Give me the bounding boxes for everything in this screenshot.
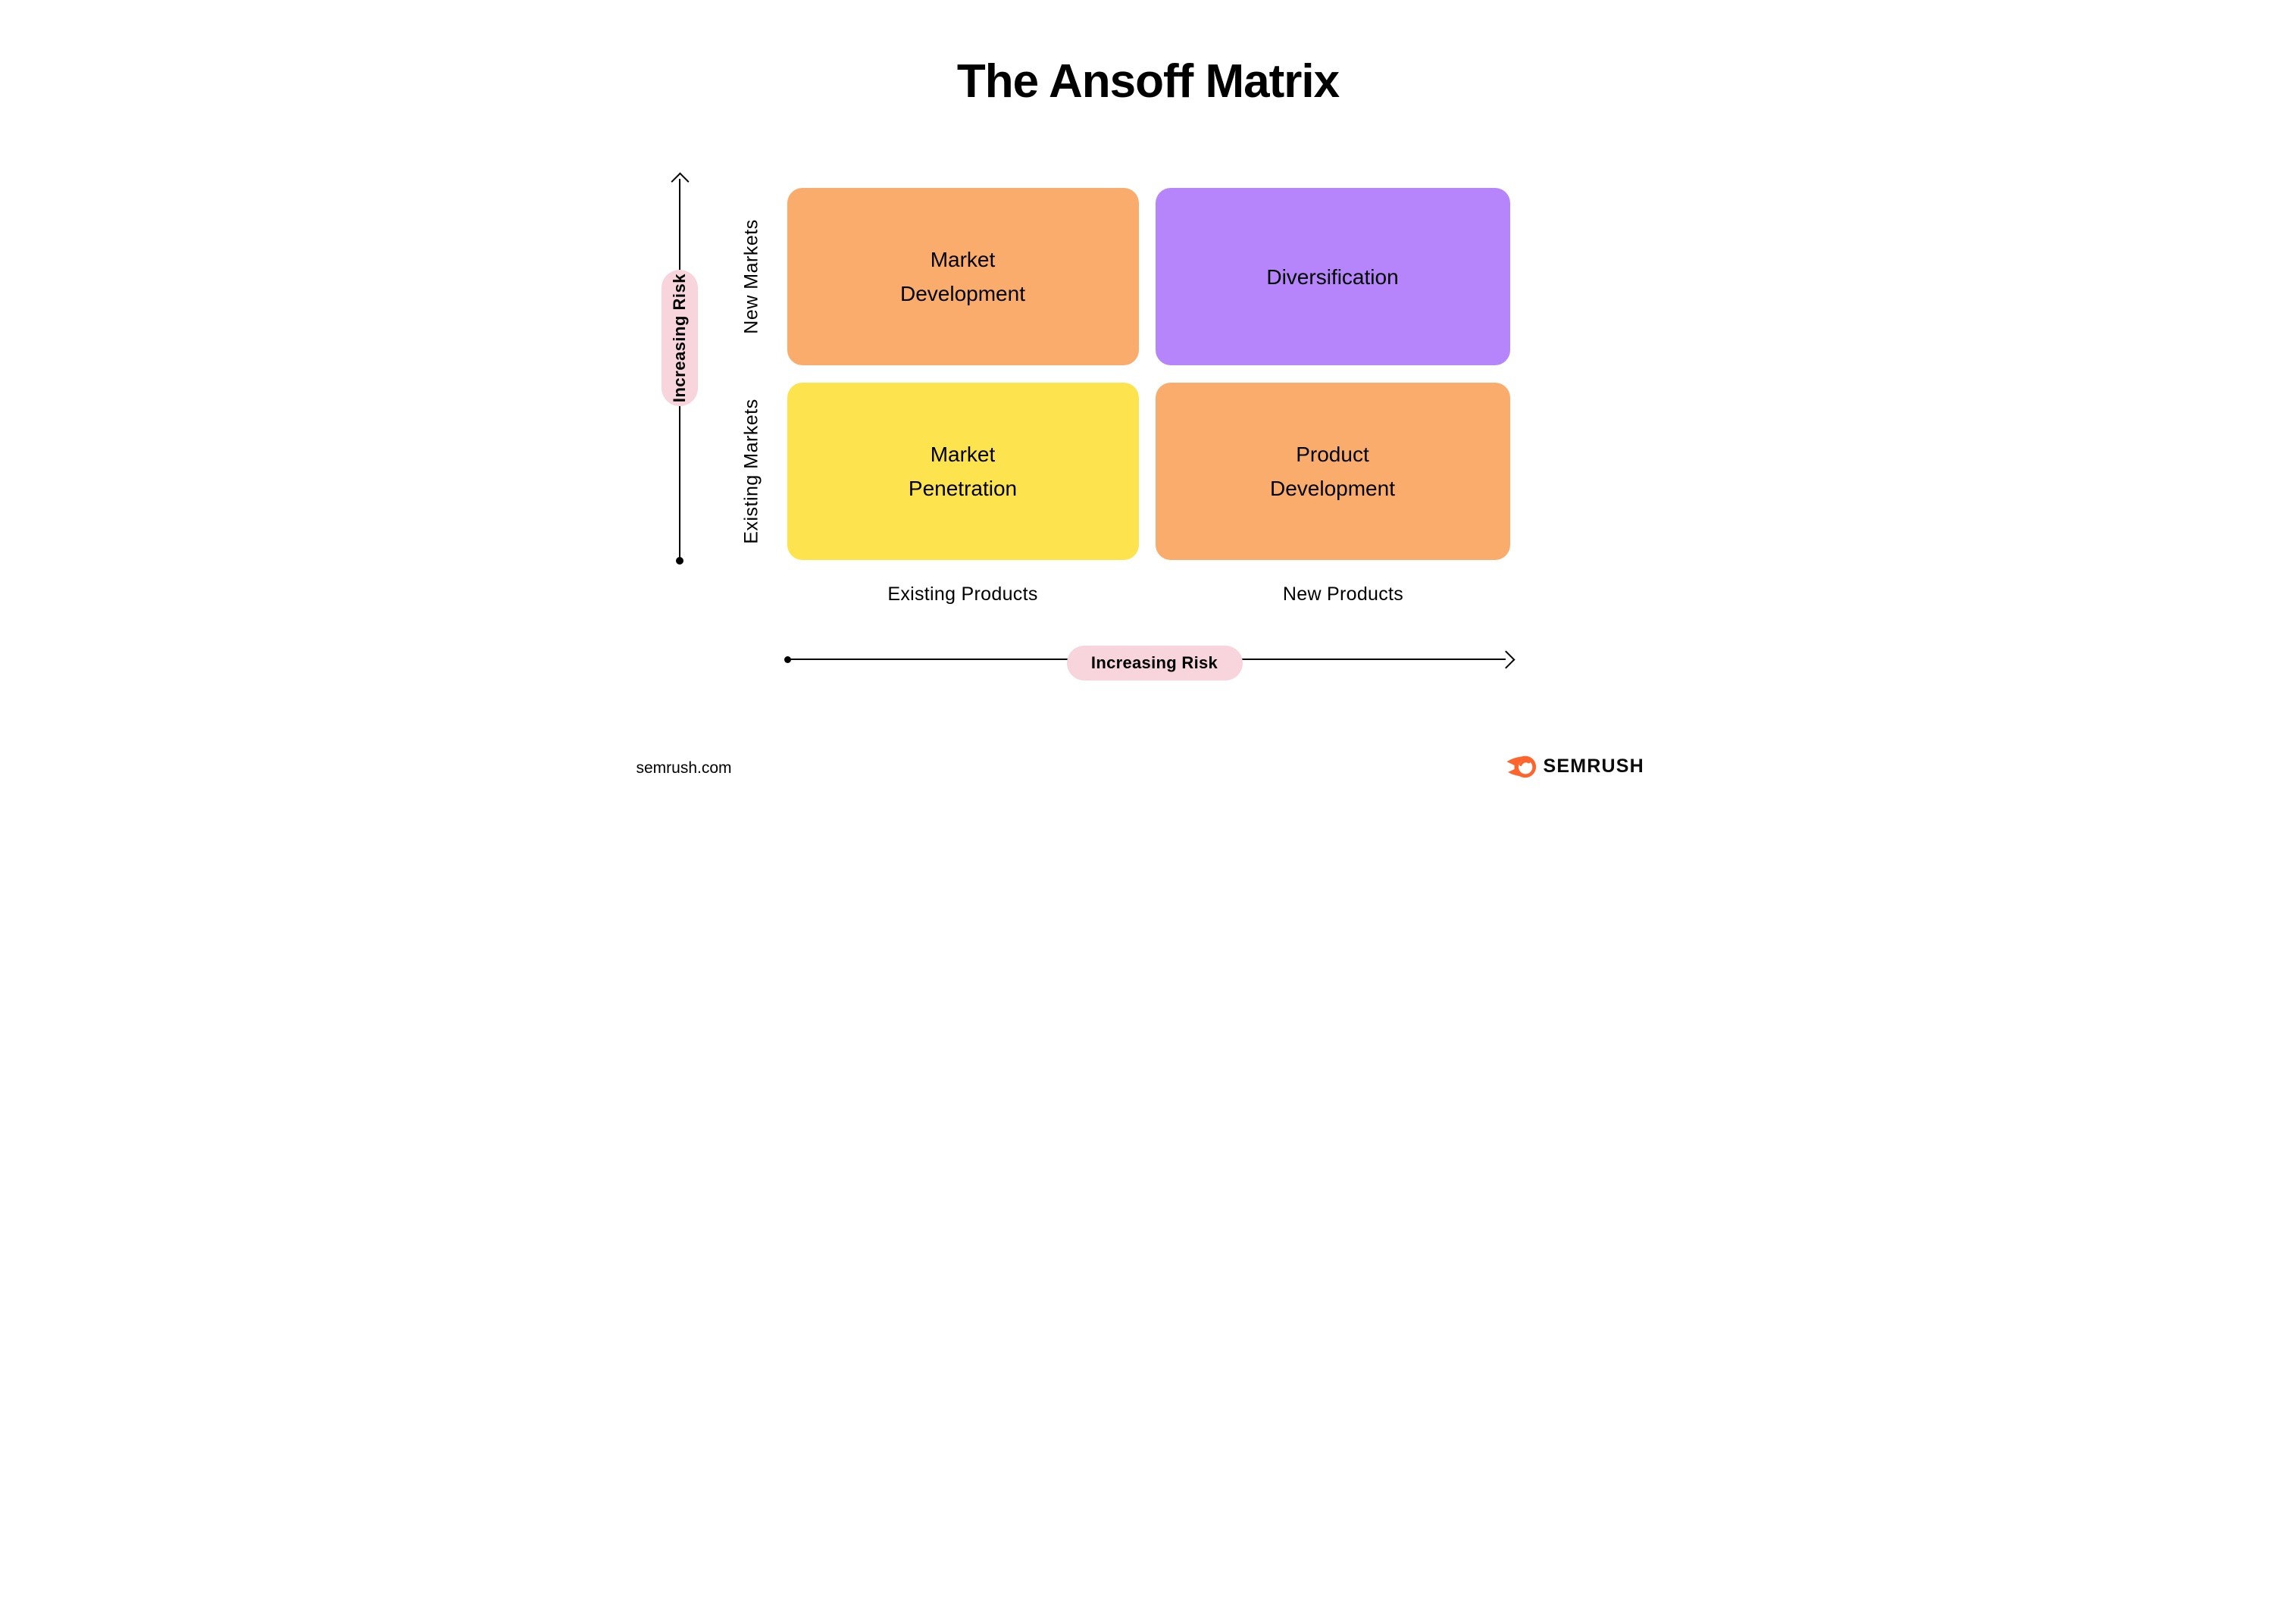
quadrant-diversification: Diversification bbox=[1155, 188, 1510, 365]
quadrant-market-penetration: Market Penetration bbox=[787, 383, 1139, 560]
semrush-wordmark: SEMRUSH bbox=[1543, 756, 1644, 777]
quadrant-label: Diversification bbox=[1266, 264, 1399, 289]
x-label-new-products: New Products bbox=[1282, 583, 1404, 605]
arrow-right-icon bbox=[1496, 650, 1516, 669]
x-label-existing-products: Existing Products bbox=[887, 583, 1038, 605]
vertical-increasing-risk-pill: Increasing Risk bbox=[661, 270, 698, 406]
website-url: semrush.com bbox=[636, 759, 732, 777]
y-label-existing-markets: Existing Markets bbox=[740, 399, 762, 544]
horizontal-axis-origin-dot bbox=[784, 656, 791, 663]
quadrant-market-development: Market Development bbox=[787, 188, 1139, 365]
vertical-increasing-risk-label: Increasing Risk bbox=[669, 273, 689, 403]
semrush-fireball-icon bbox=[1506, 755, 1537, 778]
quadrant-label: Market Penetration bbox=[908, 443, 1018, 500]
horizontal-increasing-risk-label: Increasing Risk bbox=[1090, 653, 1218, 672]
page-title: The Ansoff Matrix bbox=[956, 55, 1340, 108]
y-label-new-markets: New Markets bbox=[740, 219, 762, 334]
vertical-axis-origin-dot bbox=[675, 557, 683, 565]
quadrant-label: Product Development bbox=[1270, 443, 1395, 500]
arrow-up-icon bbox=[670, 172, 690, 191]
ansoff-matrix-infographic: The Ansoff Matrix Increasing Risk New Ma… bbox=[574, 0, 1722, 802]
quadrant-label: Market Development bbox=[900, 248, 1025, 305]
quadrant-product-development: Product Development bbox=[1155, 383, 1510, 560]
horizontal-increasing-risk-pill: Increasing Risk bbox=[1066, 646, 1243, 680]
semrush-logo: SEMRUSH bbox=[1506, 755, 1644, 778]
